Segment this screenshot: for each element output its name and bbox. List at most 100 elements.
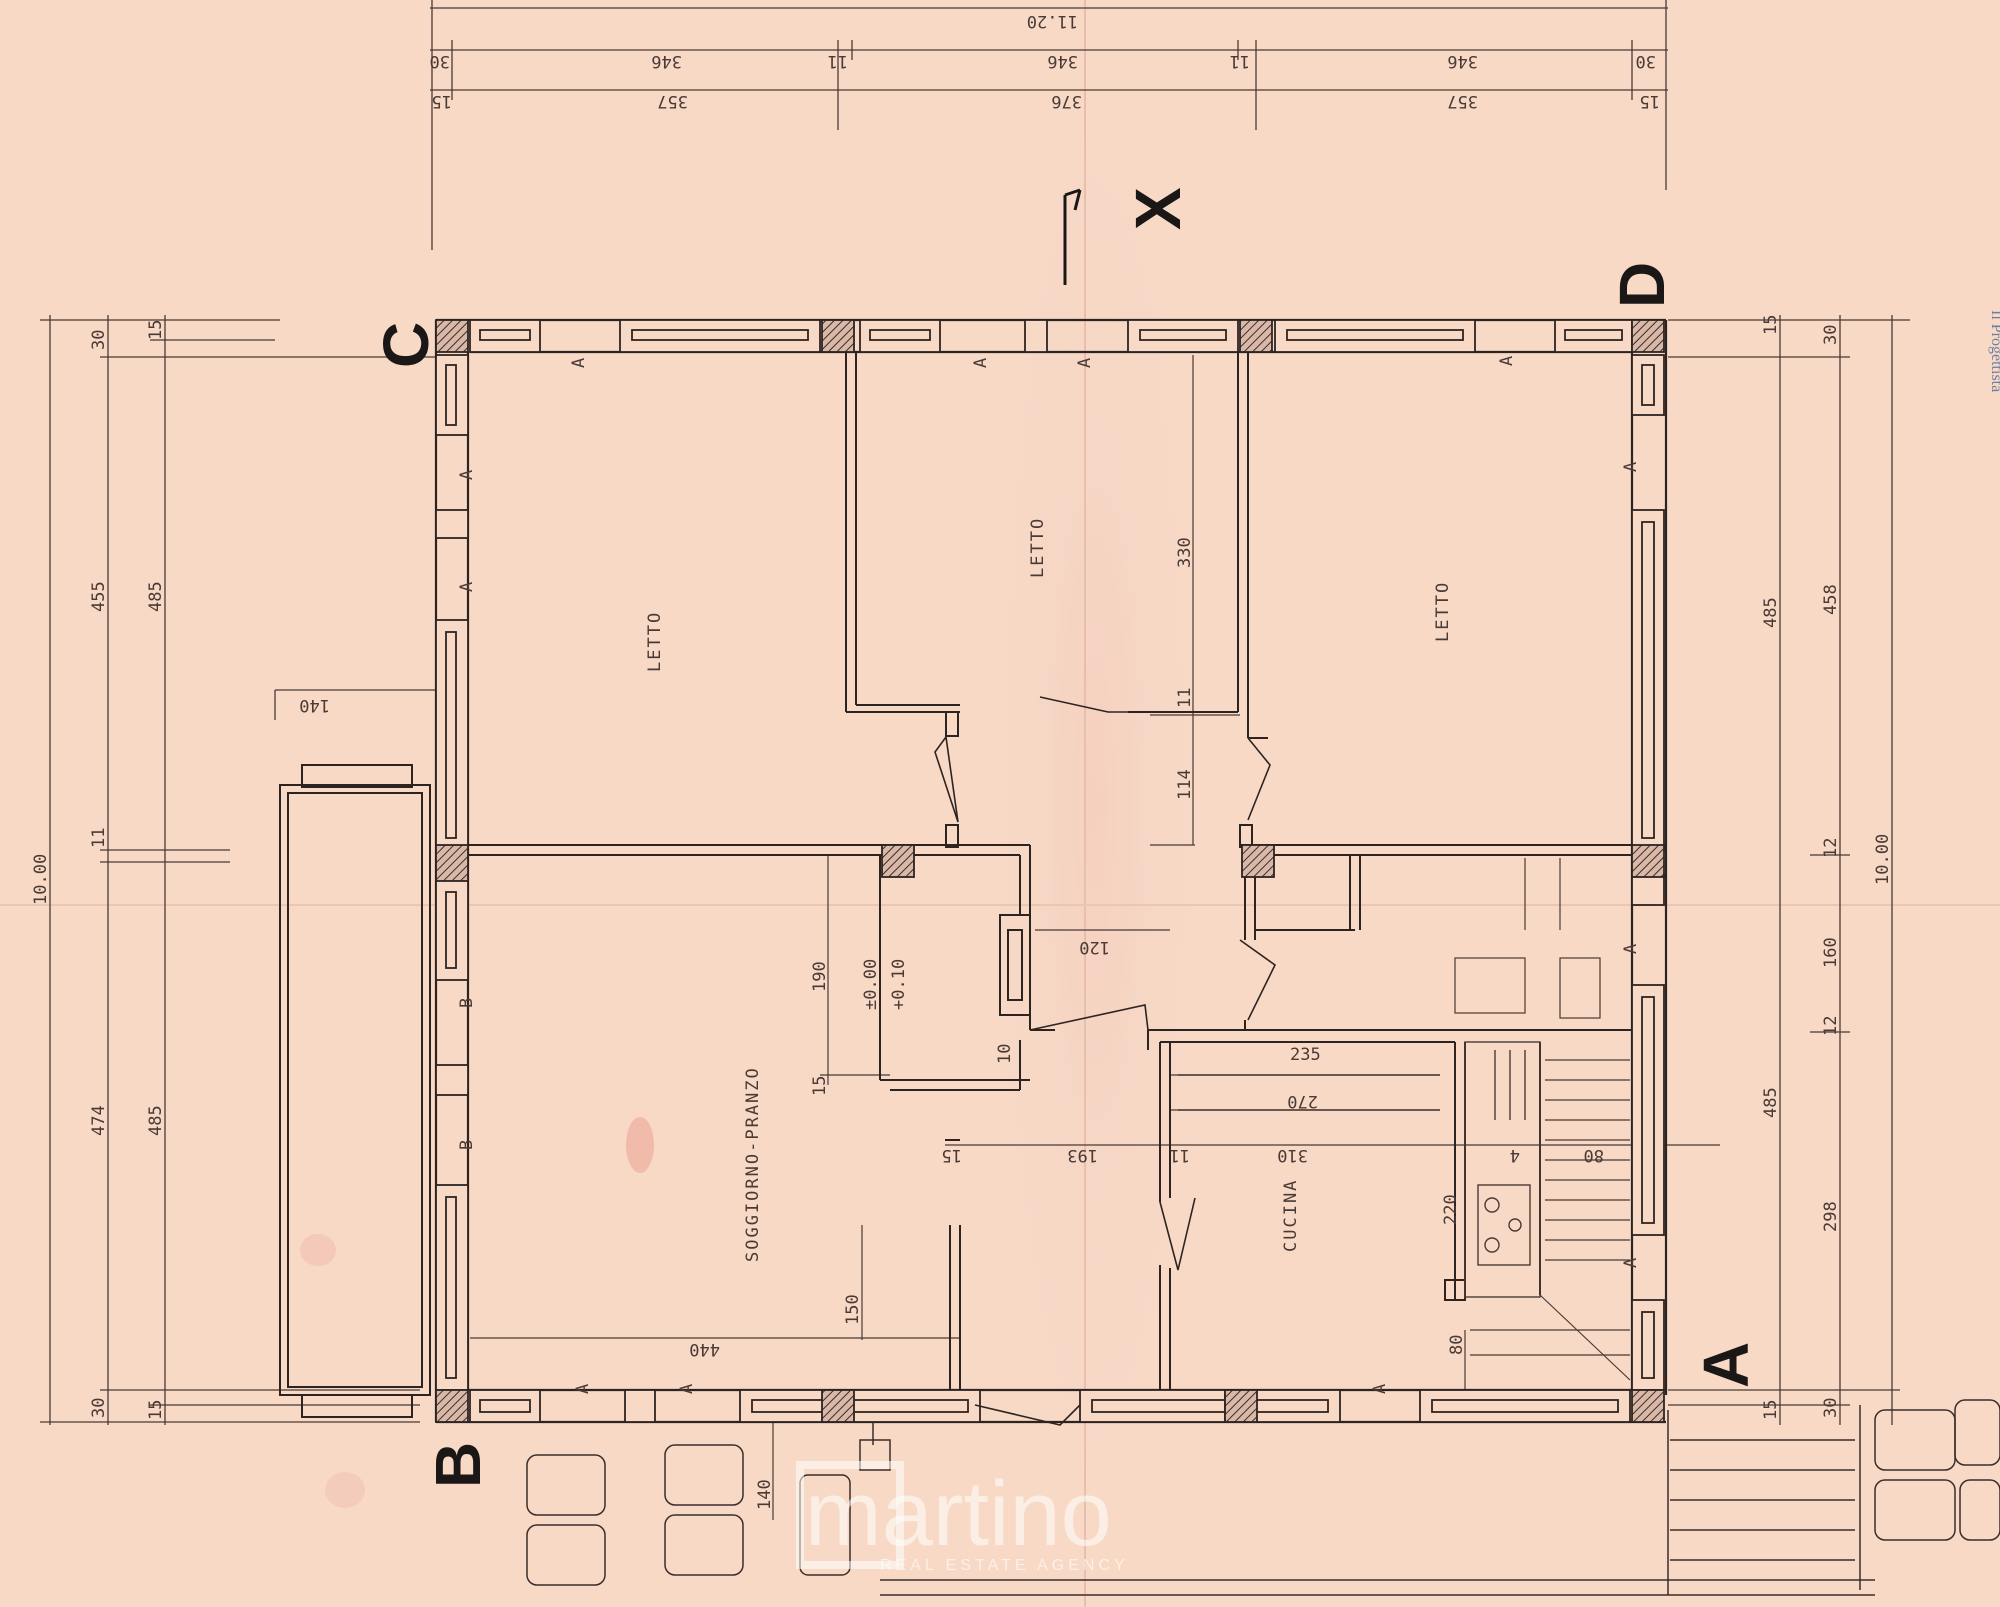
window-mark: A [677,1384,697,1394]
room-label-cucina: CUCINA [1281,1179,1301,1252]
exterior-paving [526,1399,2000,1596]
dim-left-outer: 455 [89,581,109,612]
window-mark: A [1075,358,1095,368]
dim-left-outer: 30 [89,330,109,350]
window-mark: A [1621,1258,1641,1268]
dim-kitchen-4: 4 [1510,1145,1520,1165]
window-mark: A [1621,462,1641,472]
window-mark: A [457,470,477,480]
dim-corridor-11: 11 [1175,688,1195,708]
window-mark: B [457,1140,477,1150]
dim-kitchen-235: 235 [1290,1045,1321,1065]
room-label-letto-center: LETTO [1028,517,1048,578]
dim-right-outer: 30 [1821,1398,1841,1418]
service-room-fixtures [1454,858,1601,1019]
window-mark: B [457,998,477,1008]
dim-top-row1: 11 [828,51,848,71]
corner-label-b: B [422,1442,494,1488]
section-label: X [1122,187,1194,230]
dim-entry-140: 140 [755,1479,775,1510]
balcony [279,764,431,1418]
dim-top-row1: 346 [651,51,682,71]
dim-right-inner: 485 [1761,1087,1781,1118]
dim-top-row2: 15 [432,91,452,111]
dim-stair-80b: 80 [1447,1335,1467,1355]
dim-left-inner: 15 [146,320,166,340]
dim-level-010: +0.10 [889,959,909,1010]
watermark-tagline: REAL ESTATE AGENCY [880,1557,1129,1574]
dim-top-row2: 15 [1640,91,1660,111]
dim-corridor-114: 114 [1175,769,1195,800]
dim-top-row2: 357 [1447,91,1478,111]
dim-left-outer: 30 [89,1398,109,1418]
dim-right-outer: 30 [1821,325,1841,345]
room-label-letto-left: LETTO [645,611,665,672]
dim-top-row2: 357 [657,91,688,111]
dim-living-440: 440 [689,1339,720,1359]
dim-kitchen-11: 11 [1170,1145,1190,1165]
dim-right-total: 10.00 [1873,834,1893,885]
room-label-soggiorno: SOGGIORNO-PRANZO [743,1066,763,1262]
dim-stair-80: 80 [1584,1145,1604,1165]
dim-living-190: 190 [810,961,830,992]
right-dimension-lines [1668,315,1910,1425]
dim-balcony-depth: 140 [299,695,330,715]
dim-kitchen-310: 310 [1277,1145,1308,1165]
dim-top-row1: 11 [1230,51,1250,71]
stair-treads [1470,1059,1631,1381]
window-mark: A [1621,944,1641,954]
dim-living-10: 10 [995,1044,1015,1064]
corner-label-c: C [370,322,442,368]
window-marks: A A A A A A A A A A A A B B [457,356,1641,1394]
window-mark: A [1370,1384,1390,1394]
dim-kitchen-270: 270 [1287,1091,1318,1111]
corner-label-a: A [1690,1342,1762,1388]
dim-hall-193: 193 [1067,1145,1098,1165]
dim-top-row1: 346 [1447,51,1478,71]
room-label-letto-right: LETTO [1433,581,1453,642]
left-dimension-labels: 10.00 455 11 474 30 30 485 485 15 15 [31,320,166,1420]
window-mark: A [573,1384,593,1394]
window-mark: A [457,582,477,592]
dim-stair-220: 220 [1441,1194,1461,1225]
dim-left-inner: 485 [146,581,166,612]
stain [626,1117,654,1173]
dim-hall-120: 120 [1079,937,1110,957]
watermark: martino REAL ESTATE AGENCY [796,1461,1129,1574]
dim-top-row1: 346 [1047,51,1078,71]
dim-top-total: 11.20 [1027,11,1078,31]
kitchen-counters [1178,1041,1541,1298]
dim-left-inner: 485 [146,1105,166,1136]
dim-right-inner: 485 [1761,597,1781,628]
dim-left-inner: 15 [146,1400,166,1420]
stain [325,1472,365,1508]
dim-left-total: 10.00 [31,854,51,905]
dim-right-outer: 458 [1821,584,1841,615]
dim-right-outer: 12 [1821,838,1841,858]
dim-right-inner: 15 [1761,1400,1781,1420]
dim-living-150: 150 [843,1294,863,1325]
window-mark: A [971,358,991,368]
stain [300,1234,336,1266]
left-dimension-lines [40,315,440,1425]
dim-hall-15: 15 [942,1145,962,1165]
window-frames [435,319,1665,1423]
top-dimension-lines [430,0,1668,250]
window-mark: A [569,358,589,368]
right-dimension-labels: 10.00 458 12 160 12 298 30 30 485 485 15… [1761,315,1893,1420]
dim-top-row1: 30 [430,51,450,71]
corner-label-d: D [1606,262,1678,308]
dim-left-outer: 474 [89,1105,109,1136]
dim-right-inner: 15 [1761,315,1781,335]
window-mark: A [1497,356,1517,366]
interior-dimension-labels: 140 330 11 114 120 190 ±0.00 +0.10 15 10… [299,537,1604,1510]
dim-right-outer: 160 [1821,937,1841,968]
section-marker [1063,188,1082,285]
side-note: Il Progettista [1988,310,2000,392]
watermark-brand: martino [805,1463,1112,1565]
top-dimension-labels: 11.20 30 346 11 346 11 346 30 15 357 376… [430,11,1660,111]
dim-living-15: 15 [810,1076,830,1096]
dim-corridor-330: 330 [1175,537,1195,568]
